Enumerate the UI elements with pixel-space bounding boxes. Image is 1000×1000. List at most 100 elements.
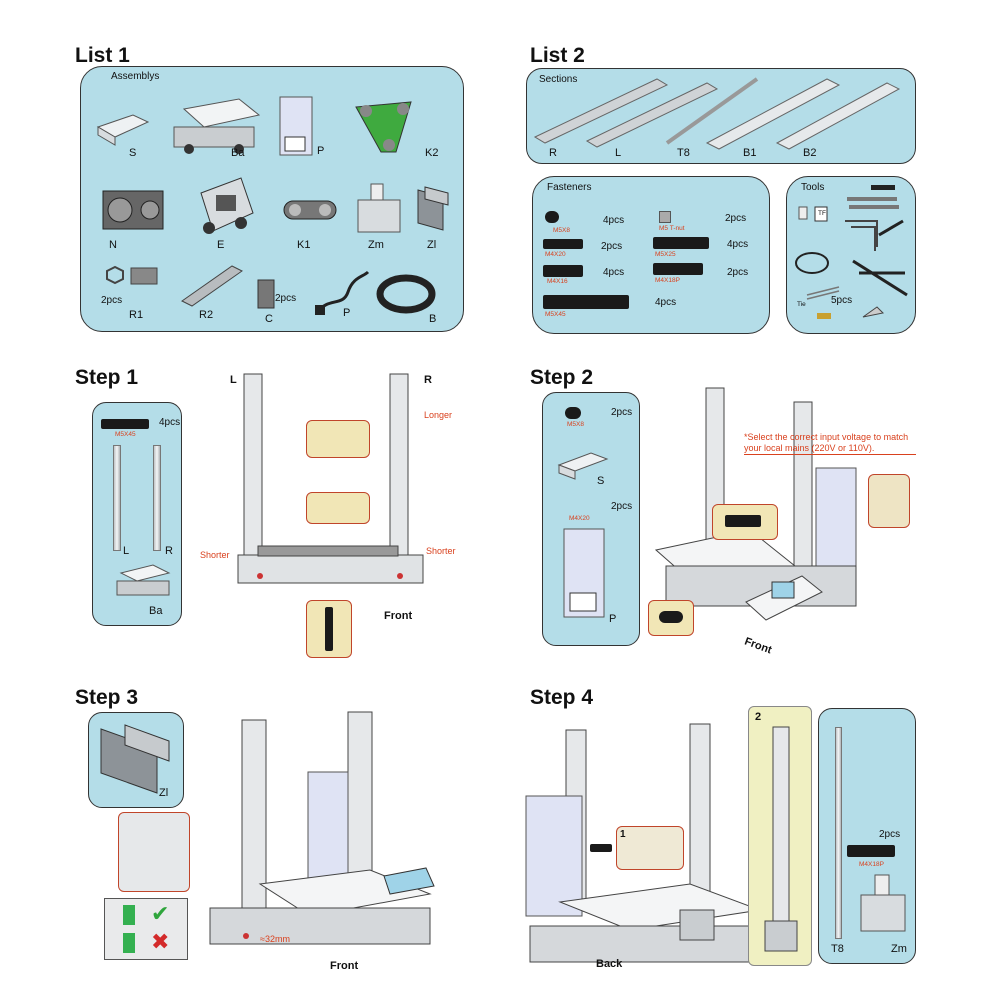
part-zl-label: Zl <box>427 239 437 251</box>
m4x16-label: M4X16 <box>547 278 568 285</box>
power-cable-image <box>315 270 370 315</box>
part-b-image <box>376 274 436 314</box>
part-r2-image <box>181 265 243 307</box>
list1-panel: Assemblys S Ba P K2 N E K1 Zm Zl 2pcs R1… <box>80 66 464 332</box>
list1-title: List 1 <box>75 44 130 67</box>
green-part-ok <box>123 905 135 925</box>
fasteners-label: Fasteners <box>547 182 592 193</box>
m5x25-qty: 4pcs <box>727 239 749 250</box>
step4-z-rod-image <box>764 726 798 952</box>
part-ba-label: Ba <box>231 147 245 159</box>
tools-label: Tools <box>801 182 825 193</box>
step2-printer-drawing <box>654 387 857 621</box>
longer-label: Longer <box>424 410 453 420</box>
base-ba-image <box>116 564 171 596</box>
m4x16-qty: 4pcs <box>603 267 625 278</box>
part-p2-label: P <box>343 307 351 319</box>
part-k2-image <box>355 101 412 153</box>
step4-callout-1: 1 <box>616 826 684 870</box>
step4-title: Step 4 <box>530 686 594 709</box>
rod-r-image <box>153 445 161 551</box>
m4x18p-screw-icon-step4 <box>847 845 895 857</box>
part-k1-label: K1 <box>297 239 311 251</box>
tf-card-label: TF <box>818 210 826 217</box>
m4x16-screw-icon <box>543 265 583 277</box>
part-n-image <box>102 190 164 230</box>
step3-zl-label: Zl <box>159 787 169 799</box>
shorter-left-label: Shorter <box>200 550 230 560</box>
step4-t8-label: T8 <box>831 943 844 955</box>
m5x8-screw-icon <box>545 211 559 223</box>
step1-screw-qty: 4pcs <box>159 417 181 428</box>
section-b1-label: B1 <box>743 147 757 159</box>
upper-screw-icon <box>725 515 761 527</box>
m4x18p-screw-icon <box>653 263 703 275</box>
step4-zm-label: Zm <box>891 943 907 955</box>
part-r1-label: R1 <box>129 309 144 321</box>
m4x18p-qty: 2pcs <box>727 267 749 278</box>
part-s-image <box>96 114 150 146</box>
rod-l-image <box>113 445 121 551</box>
step3-printer-drawing <box>209 711 435 945</box>
step2-s-qty: 2pcs <box>611 407 633 418</box>
m4x18p-label: M4X18P <box>655 277 680 284</box>
sections-label: Sections <box>539 74 578 85</box>
shorter-right-label: Shorter <box>426 546 456 556</box>
part-s-label: S <box>129 147 137 159</box>
step2-p-screw-label: M4X20 <box>569 515 590 522</box>
step1-part-r-label: R <box>165 545 173 557</box>
m5x45-screw-icon <box>543 295 629 309</box>
step1-part-ba-label: Ba <box>149 605 163 617</box>
tools-panel: Tools TF Tie 5pcs <box>786 176 916 334</box>
part-k1-image <box>283 200 337 220</box>
part-n-label: N <box>109 239 117 251</box>
voltage-note: *Select the correct input voltage to mat… <box>744 432 916 455</box>
m4x20-qty: 2pcs <box>601 241 623 252</box>
part-e-image <box>200 177 254 234</box>
step4-screw-icon <box>590 844 612 852</box>
step1-callout-screw <box>306 600 352 658</box>
step4-screw-label: M4X18P <box>859 861 884 868</box>
step1-front-label: Front <box>384 610 413 622</box>
step1-part-l-label: L <box>123 545 130 557</box>
section-r-label: R <box>549 147 557 159</box>
part-c-label: C <box>265 313 273 325</box>
list2-title: List 2 <box>530 44 585 67</box>
m5x25-label: M5X25 <box>655 251 676 258</box>
step4-printer-drawing <box>525 723 781 963</box>
part-r1-qty: 2pcs <box>101 295 123 306</box>
part-c-qty: 2pcs <box>275 293 297 304</box>
part-p-label: P <box>317 145 325 157</box>
lower-screw-icon <box>659 611 683 623</box>
tie-label: Tie <box>797 301 806 308</box>
part-zm-label: Zm <box>368 239 384 251</box>
part-zm-image <box>357 183 401 233</box>
step4-zm-image <box>860 874 906 932</box>
step2-p-part-image <box>563 528 605 618</box>
part-zl-image <box>417 186 449 231</box>
step4-screw-qty: 2pcs <box>879 829 901 840</box>
step2-s-part-image <box>557 452 609 480</box>
section-l-label: L <box>615 147 622 159</box>
part-b-label: B <box>429 313 437 325</box>
step1-callout-top <box>306 420 370 458</box>
step2-p-part-label: P <box>609 613 617 625</box>
m5x8-screw-icon-step2 <box>565 407 581 419</box>
step1-callout-mid <box>306 492 370 524</box>
callout-number-1: 1 <box>620 829 626 840</box>
part-r2-label: R2 <box>199 309 214 321</box>
part-e-label: E <box>217 239 225 251</box>
tnut-icon <box>659 211 671 223</box>
step3-front-label: Front <box>330 960 359 972</box>
m5x45-label: M5X45 <box>545 311 566 318</box>
step2-callout-screw-lower <box>648 600 694 636</box>
part-c-image <box>257 279 275 309</box>
section-t8-label: T8 <box>677 147 690 159</box>
step2-callout-screw-upper <box>712 504 778 540</box>
assemblys-label: Assemblys <box>111 71 160 82</box>
m5x45-screw-icon-step1 <box>101 419 149 429</box>
step1-parts-panel: M5X45 4pcs L R Ba <box>92 402 182 626</box>
step3-zl-image <box>100 724 170 794</box>
step4-parts-panel: 2pcs M4X18P T8 Zm <box>818 708 916 964</box>
m5x45-qty: 4pcs <box>655 297 677 308</box>
